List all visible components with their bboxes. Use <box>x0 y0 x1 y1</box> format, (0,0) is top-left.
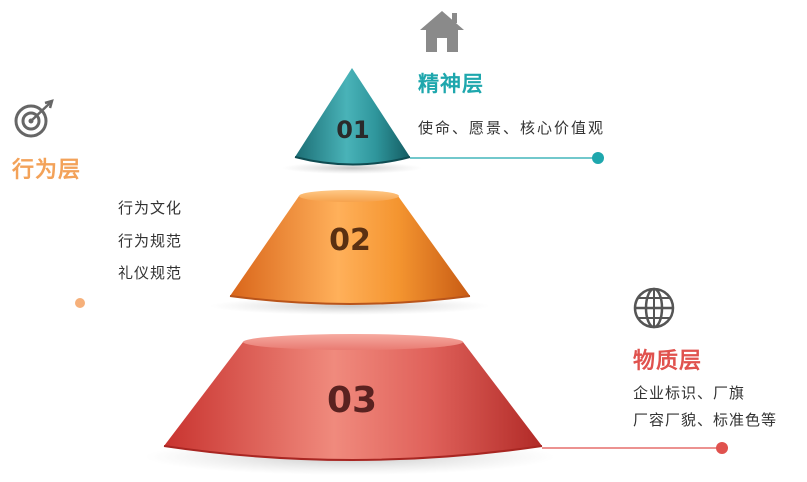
tier-2-description-line: 行为文化 <box>118 199 183 217</box>
tier-1-shape <box>294 68 411 166</box>
tier-3-connector-dot <box>716 442 728 454</box>
tier-3-description-line: 厂容厂貌、标准色等 <box>633 411 778 429</box>
target-icon <box>14 99 54 138</box>
tier-3-shape <box>163 334 543 461</box>
tier-2-description-line: 礼仪规范 <box>118 264 183 282</box>
tier-1-description: 使命、愿景、核心价值观 <box>418 119 606 137</box>
tier-1-connector-dot <box>592 152 604 164</box>
tier-1-number: 01 <box>336 116 369 144</box>
tier-1-title: 精神层 <box>418 72 484 96</box>
tier-2-connector-dot <box>75 298 85 308</box>
tier-2-shape <box>229 190 471 305</box>
tier-3-description-line: 企业标识、厂旗 <box>633 384 746 402</box>
tier-3-title: 物质层 <box>633 349 703 374</box>
tier-3-number: 03 <box>327 380 377 421</box>
globe-icon <box>633 287 675 329</box>
tier-2-description-line: 行为规范 <box>118 232 183 250</box>
top-shadow <box>282 162 422 174</box>
house-icon <box>420 11 464 52</box>
tier-2-number: 02 <box>329 223 371 258</box>
tier-2-title: 行为层 <box>12 158 82 183</box>
